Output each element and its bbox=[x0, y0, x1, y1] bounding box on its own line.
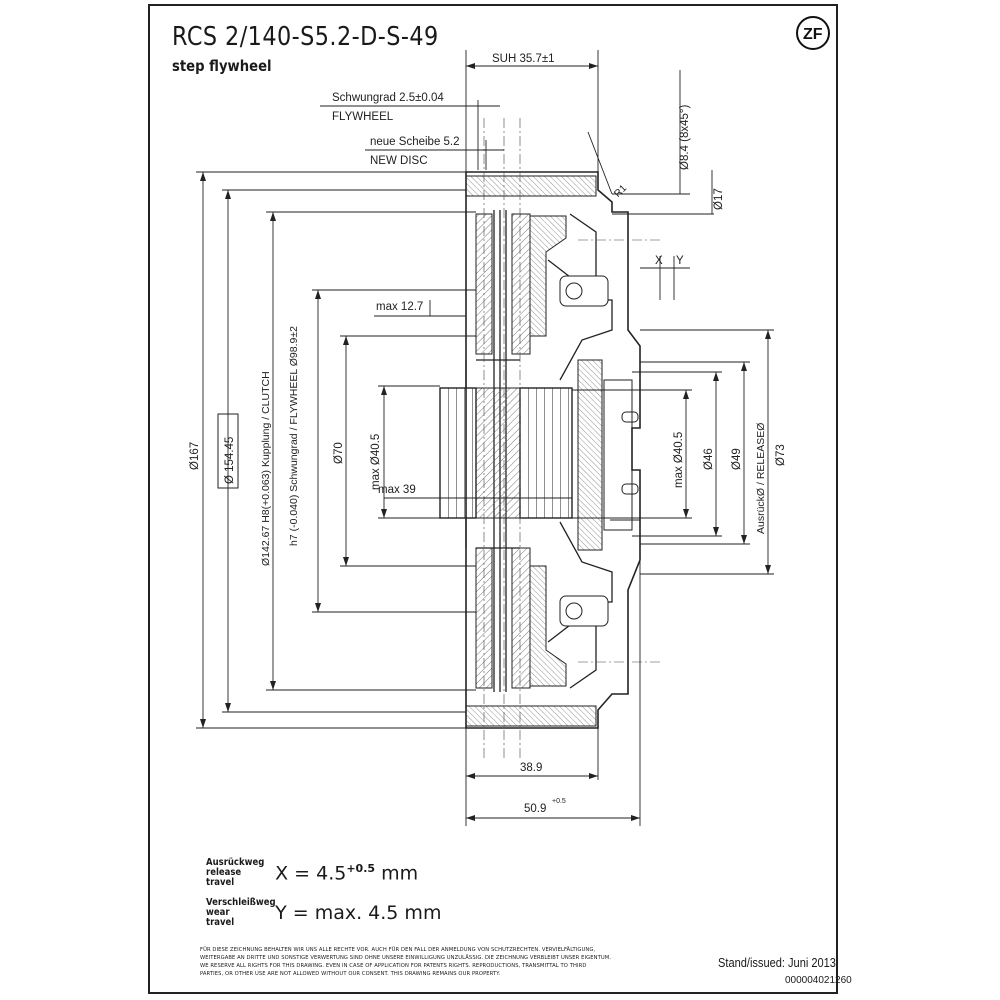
dim-x: X bbox=[655, 255, 663, 267]
legal-line-2: WEITERGABE AN DRITTE UND SONSTIGE VERWER… bbox=[200, 955, 612, 961]
dim-d405-left: max Ø40.5 bbox=[370, 434, 382, 490]
dim-holes: Ø8.4 (8x45°) bbox=[679, 105, 691, 170]
legal-line-1: FÜR DIESE ZEICHNUNG BEHALTEN WIR UNS ALL… bbox=[200, 947, 596, 953]
dim-new-disc: NEW DISC bbox=[370, 155, 428, 167]
zf-logo-icon: ZF bbox=[803, 26, 823, 43]
arrowheads bbox=[200, 63, 771, 821]
dim-y: Y bbox=[676, 255, 684, 267]
dim-neue-scheibe: neue Scheibe 5.2 bbox=[370, 136, 460, 148]
dim-r1: R1 bbox=[612, 183, 629, 200]
dim-w509-tol: +0.5 bbox=[552, 798, 566, 805]
legal-line-4: PARTIES, OR OTHER USE ARE NOT ALLOWED WI… bbox=[200, 971, 501, 977]
dim-d167: Ø167 bbox=[189, 442, 201, 470]
document-number: 000004021260 bbox=[785, 975, 852, 986]
clutch-assembly bbox=[439, 171, 641, 729]
dim-suh: SUH 35.7±1 bbox=[492, 53, 555, 65]
drawing-title: RCS 2/140-S5.2-D-S-49 bbox=[172, 22, 439, 52]
release-travel-spec: Ausrückweg release travel X = 4.5+0.5 mm bbox=[206, 858, 418, 888]
dim-d46: Ø46 bbox=[703, 448, 715, 470]
zf-logo: ZF bbox=[796, 16, 830, 50]
dim-d405-right: max Ø40.5 bbox=[673, 432, 685, 488]
dimension-texts: SUH 35.7±1 Schwungrad 2.5±0.04 FLYWHEEL … bbox=[189, 53, 787, 815]
dim-release: AusrückØ / RELEASEØ bbox=[755, 423, 767, 534]
wear-travel-spec: Verschleißweg wear travel Y = max. 4.5 m… bbox=[206, 898, 441, 928]
dim-d15445-box bbox=[217, 413, 239, 489]
dim-d15445: Ø 154.45 bbox=[224, 437, 236, 484]
release-travel-value: X = 4.5+0.5 mm bbox=[275, 861, 419, 885]
dimension-lines bbox=[196, 50, 774, 826]
dim-schwungrad: Schwungrad 2.5±0.04 bbox=[332, 92, 444, 104]
dim-max127: max 12.7 bbox=[376, 301, 423, 313]
dim-flywheel: FLYWHEEL bbox=[332, 111, 394, 123]
legal-line-3: WE RESERVE ALL RIGHTS FOR THIS DRAWING. … bbox=[200, 963, 587, 969]
drawing-subtitle: step flywheel bbox=[172, 57, 272, 75]
dim-d17: Ø17 bbox=[713, 188, 725, 210]
dim-d14267: Ø142.67 H8(+0.063) Kupplung / CLUTCH bbox=[260, 371, 272, 566]
dim-max39: max 39 bbox=[378, 484, 416, 496]
dim-d73: Ø73 bbox=[775, 444, 787, 466]
wear-travel-label: Verschleißweg wear travel bbox=[206, 898, 276, 928]
centerlines bbox=[483, 118, 660, 760]
wear-travel-value: Y = max. 4.5 mm bbox=[275, 902, 442, 924]
release-travel-en: release travel bbox=[206, 867, 242, 888]
release-travel-label: Ausrückweg release travel bbox=[206, 858, 264, 888]
legal-notice: FÜR DIESE ZEICHNUNG BEHALTEN WIR UNS ALL… bbox=[200, 946, 620, 978]
issue-date: Stand/issued: Juni 2013 bbox=[718, 955, 836, 970]
release-travel-de: Ausrückweg bbox=[206, 857, 265, 868]
wear-travel-en: wear travel bbox=[206, 907, 235, 928]
dim-d989: h7 (-0.040) Schwungrad / FLYWHEEL Ø98.9±… bbox=[288, 326, 300, 546]
wear-travel-de: Verschleißweg bbox=[206, 897, 276, 908]
dim-d49: Ø49 bbox=[731, 448, 743, 470]
dim-w389: 38.9 bbox=[520, 762, 542, 774]
dim-w509: 50.9 bbox=[524, 803, 546, 815]
zf-logo-text: ZF bbox=[803, 26, 823, 43]
dim-d70: Ø70 bbox=[333, 442, 345, 464]
